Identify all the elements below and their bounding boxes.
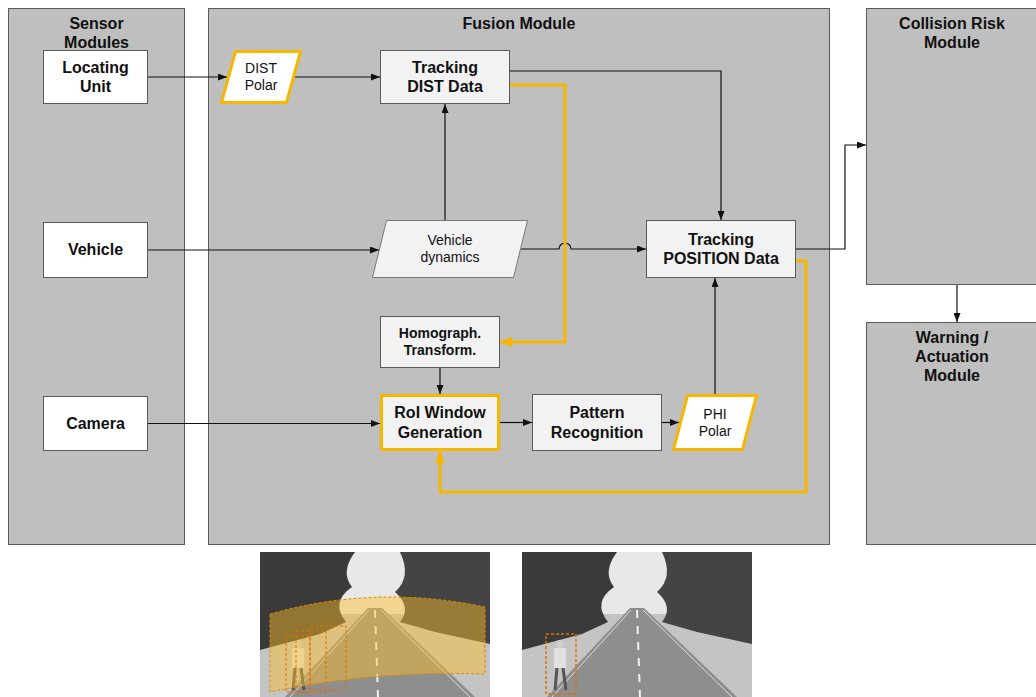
connector-arrow bbox=[500, 422, 532, 423]
process-box: Tracking DIST Data bbox=[380, 50, 510, 104]
node-label: Tracking POSITION Data bbox=[659, 230, 784, 268]
node-label: Homograph. Transform. bbox=[390, 325, 490, 359]
connector-arrow bbox=[444, 104, 445, 220]
connector-arrow bbox=[714, 278, 715, 394]
node-label: Tracking DIST Data bbox=[398, 58, 493, 96]
connector-arrow bbox=[521, 243, 646, 249]
node-label: Locating Unit bbox=[51, 58, 141, 96]
sensor-box: Locating Unit bbox=[43, 50, 148, 104]
feedback-arrow bbox=[500, 85, 565, 342]
data-parallelogram: Vehicle dynamics bbox=[372, 220, 528, 278]
connector-arrow bbox=[439, 368, 440, 394]
node-label: Camera bbox=[51, 414, 141, 433]
sensor-box: Vehicle bbox=[43, 222, 148, 278]
module-panel: Sensor ModulesLocating UnitVehicleCamera bbox=[8, 8, 185, 545]
photo-with-detection bbox=[522, 552, 752, 697]
module-panel: Collision Risk Module bbox=[866, 8, 1036, 285]
module-panel: Warning / Actuation Module bbox=[866, 322, 1036, 545]
roi-window bbox=[310, 626, 346, 690]
road-photo bbox=[260, 552, 490, 697]
detection-window bbox=[546, 634, 576, 694]
node-label: Pattern Recognition bbox=[545, 403, 650, 441]
module-title: Collision Risk Module bbox=[887, 14, 1017, 52]
parallelogram-shape bbox=[674, 396, 757, 450]
connector-arrow bbox=[662, 422, 679, 423]
connector-arrow bbox=[796, 145, 866, 249]
roi-band bbox=[270, 597, 485, 692]
parallelogram-shape bbox=[222, 52, 301, 103]
process-box: Tracking POSITION Data bbox=[646, 220, 796, 278]
feedback-arrow bbox=[440, 261, 806, 492]
connector-arrow bbox=[148, 423, 380, 424]
module-title: Fusion Module bbox=[369, 14, 669, 33]
roi-window bbox=[286, 636, 310, 692]
roi-window bbox=[296, 631, 326, 692]
process-box: Homograph. Transform. bbox=[380, 316, 500, 368]
connector-arrow bbox=[148, 249, 379, 250]
module-panel: Fusion ModuleDIST Polar Tracking DIST Dat… bbox=[208, 8, 830, 545]
sensor-box: Camera bbox=[43, 396, 148, 451]
process-box: Pattern Recognition bbox=[532, 394, 662, 451]
connector-arrow bbox=[295, 76, 380, 77]
node-label: DIST Polar bbox=[239, 60, 284, 94]
data-parallelogram: PHI Polar bbox=[672, 394, 758, 451]
module-title: Sensor Modules bbox=[57, 14, 137, 52]
process-box: RoI Window Generation bbox=[380, 394, 500, 451]
node-label: RoI Window Generation bbox=[388, 403, 493, 441]
node-label: PHI Polar bbox=[695, 406, 735, 440]
photo-with-roi-band bbox=[260, 552, 490, 697]
road-photo bbox=[522, 552, 752, 697]
module-title: Warning / Actuation Module bbox=[897, 328, 1007, 386]
node-label: Vehicle dynamics bbox=[413, 232, 488, 266]
connector-arrow bbox=[148, 76, 227, 77]
data-parallelogram: DIST Polar bbox=[220, 50, 302, 104]
node-label: Vehicle bbox=[51, 240, 141, 259]
connector-arrow bbox=[956, 285, 957, 322]
parallelogram-shape bbox=[373, 221, 528, 278]
connector-arrow bbox=[510, 71, 721, 220]
